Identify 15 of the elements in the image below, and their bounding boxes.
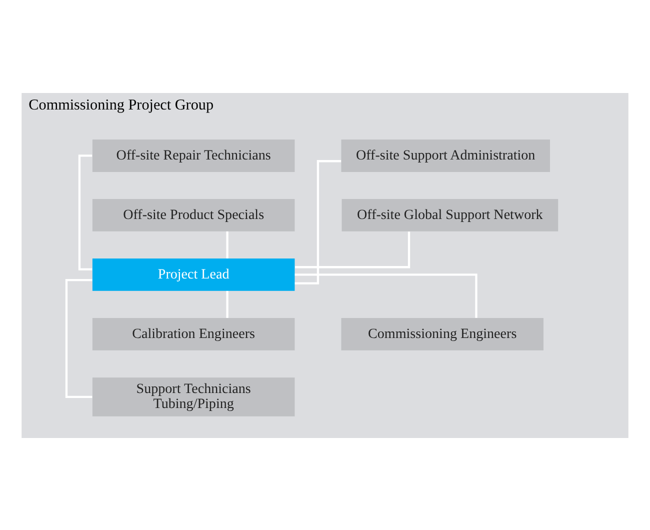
node-box: Off-site Product Specials [92,198,295,231]
connector [65,278,92,398]
node-box: Off-site Global Support Network [342,198,558,231]
connector [294,273,478,318]
connector [294,160,342,284]
node-box: Off-site Support Administration [341,139,550,172]
connector [226,290,228,318]
node-box: Commissioning Engineers [341,317,544,350]
connector [78,154,92,270]
connector [226,230,228,258]
node-box: Support Technicians Tubing/Piping [92,376,295,416]
node-box: Off-site Repair Technicians [92,139,295,172]
connector [294,231,410,268]
node-box: Project Lead [92,258,295,290]
node-box: Calibration Engineers [92,317,295,350]
